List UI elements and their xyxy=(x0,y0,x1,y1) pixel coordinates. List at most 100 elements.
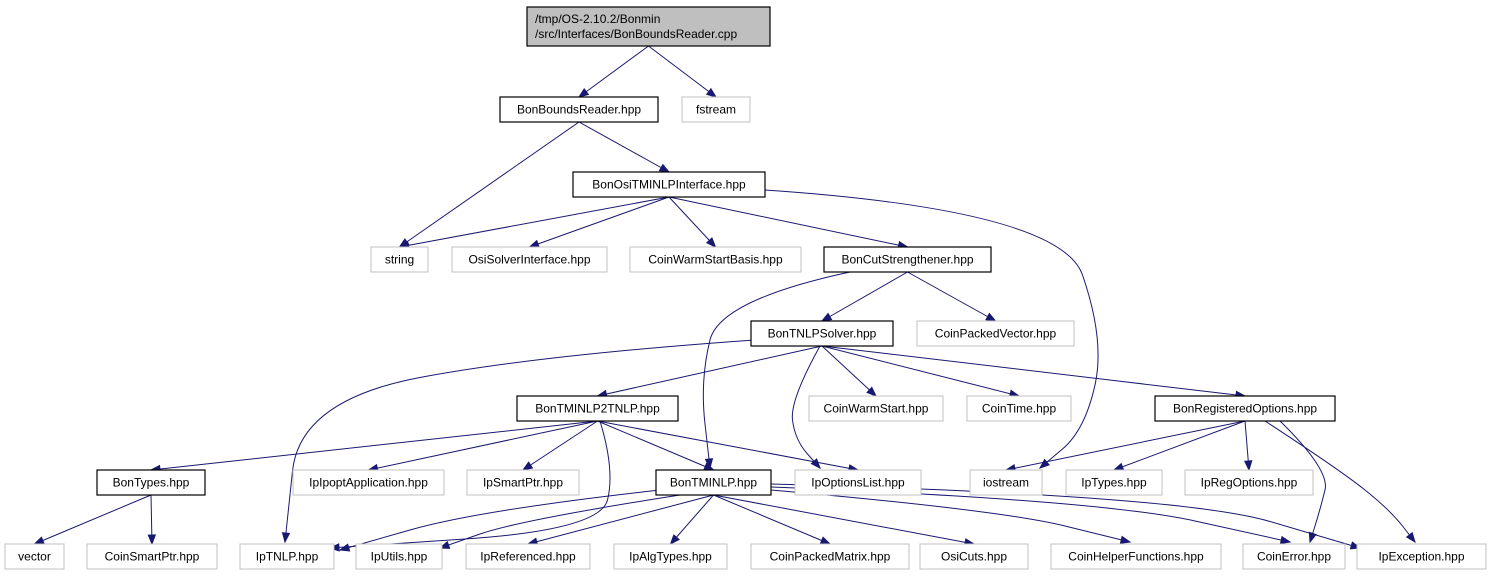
node-label: CoinHelperFunctions.hpp xyxy=(1068,550,1204,564)
node-BonTNLPSolver[interactable]: BonTNLPSolver.hpp xyxy=(750,320,894,347)
node-label: CoinPackedMatrix.hpp xyxy=(770,550,891,564)
node-BonCutStrengthener[interactable]: BonCutStrengthener.hpp xyxy=(823,246,992,273)
edge-arrowhead xyxy=(1405,531,1416,544)
edge-root-to-fstream xyxy=(648,45,718,98)
edge-BonTNLPSolver-to-CoinWarmStart xyxy=(821,345,878,397)
edge-arrowhead xyxy=(819,536,832,545)
node-IpReferenced: IpReferenced.hpp xyxy=(465,543,591,570)
node-label: IpSmartPtr.hpp xyxy=(483,476,563,490)
edge-arrowhead xyxy=(521,461,534,471)
edge-BonTNLPSolver-to-IpTNLP xyxy=(281,339,756,544)
node-IpAlgTypes: IpAlgTypes.hpp xyxy=(613,543,728,570)
node-label: BonTypes.hpp xyxy=(113,476,190,490)
edge-BonBoundsReader-to-BonOsiTMINLPInterface xyxy=(578,121,671,173)
edge-arrowhead xyxy=(658,163,671,173)
node-box xyxy=(808,395,944,422)
edge-line xyxy=(399,121,580,248)
node-label: IpReferenced.hpp xyxy=(480,550,576,564)
node-BonTMINLP2TNLP[interactable]: BonTMINLP2TNLP.hpp xyxy=(516,395,679,422)
edge-BonTMINLP2TNLP-to-IpSmartPtr xyxy=(521,420,598,471)
node-OsiCuts: OsiCuts.hpp xyxy=(919,543,1029,570)
node-CoinPackedMatrix: CoinPackedMatrix.hpp xyxy=(750,543,910,570)
edge-line xyxy=(34,494,152,545)
node-IpRegOptions: IpRegOptions.hpp xyxy=(1184,469,1314,496)
edge-arrowhead xyxy=(281,532,291,544)
node-box xyxy=(1242,543,1346,570)
node-OsiSolverInterface: OsiSolverInterface.hpp xyxy=(451,246,608,273)
edge-arrowhead xyxy=(705,237,717,249)
node-box xyxy=(516,395,679,422)
node-box xyxy=(629,246,802,273)
node-box xyxy=(465,543,591,570)
edge-arrowhead xyxy=(1112,462,1125,471)
edge-BonOsiTMINLPInterface-to-string xyxy=(398,196,670,250)
edge-BonTMINLP-to-IpAlgTypes xyxy=(669,494,714,546)
edge-line xyxy=(284,339,756,543)
node-label: IpRegOptions.hpp xyxy=(1201,476,1298,490)
edge-BonTNLPSolver-to-CoinTime xyxy=(821,345,1021,398)
edge-line xyxy=(597,420,859,471)
node-label: fstream xyxy=(696,103,736,117)
dependency-edges xyxy=(33,45,1416,552)
edge-arrowhead xyxy=(528,239,540,248)
node-box xyxy=(355,543,443,570)
node-label: BonTMINLP.hpp xyxy=(670,476,757,490)
node-label: BonTMINLP2TNLP.hpp xyxy=(535,402,660,416)
node-IpUtils: IpUtils.hpp xyxy=(355,543,443,570)
node-label: CoinPackedVector.hpp xyxy=(935,327,1057,341)
edge-line xyxy=(368,420,598,471)
edge-line xyxy=(668,196,908,248)
node-box xyxy=(1184,469,1314,496)
node-label: CoinError.hpp xyxy=(1257,550,1331,564)
node-BonBoundsReader[interactable]: BonBoundsReader.hpp xyxy=(499,96,659,123)
node-box xyxy=(86,543,218,570)
edge-BonOsiTMINLPInterface-to-CoinWarmStartBasis xyxy=(668,196,717,249)
node-IpIpoptApplication: IpIpoptApplication.hpp xyxy=(292,469,445,496)
edge-line xyxy=(668,196,716,248)
node-box xyxy=(1065,469,1163,496)
edge-line xyxy=(578,45,649,98)
node-root[interactable]: /tmp/OS-2.10.2/Bonmin/src/Interfaces/Bon… xyxy=(526,6,771,47)
node-IpTNLP: IpTNLP.hpp xyxy=(239,543,335,570)
edge-BonCutStrengthener-to-CoinPackedVector xyxy=(907,271,997,322)
edge-line xyxy=(578,121,670,173)
node-box xyxy=(794,469,922,496)
edge-line xyxy=(713,494,831,545)
edge-line xyxy=(670,494,714,545)
node-BonOsiTMINLPInterface[interactable]: BonOsiTMINLPInterface.hpp xyxy=(572,171,766,198)
node-BonTMINLP[interactable]: BonTMINLP.hpp xyxy=(655,469,772,496)
node-label: /tmp/OS-2.10.2/Bonmin xyxy=(535,12,660,26)
edge-arrowhead xyxy=(985,312,997,322)
edge-line xyxy=(791,345,821,469)
edge-arrowhead xyxy=(1279,535,1292,545)
node-box xyxy=(655,469,772,496)
node-box xyxy=(681,96,751,123)
node-IpOptionsList: IpOptionsList.hpp xyxy=(794,469,922,496)
edge-line xyxy=(702,271,851,469)
node-iostream: iostream xyxy=(969,469,1043,496)
node-label: iostream xyxy=(983,476,1029,490)
node-box xyxy=(370,246,429,273)
edge-BonTMINLP-to-OsiCuts xyxy=(713,494,976,547)
edge-line xyxy=(527,494,714,545)
node-IpSmartPtr: IpSmartPtr.hpp xyxy=(466,469,580,496)
edge-line xyxy=(1113,420,1246,471)
node-label: IpException.hpp xyxy=(1378,550,1464,564)
node-box xyxy=(750,320,894,347)
edge-line xyxy=(522,420,598,471)
node-box xyxy=(1356,543,1487,570)
node-label: OsiCuts.hpp xyxy=(941,550,1007,564)
node-box xyxy=(1154,395,1336,422)
edge-line xyxy=(1264,420,1416,543)
node-BonRegisteredOptions[interactable]: BonRegisteredOptions.hpp xyxy=(1154,395,1336,422)
node-box xyxy=(969,469,1043,496)
node-label: string xyxy=(385,253,414,267)
node-label: CoinTime.hpp xyxy=(982,402,1057,416)
node-label: CoinWarmStart.hpp xyxy=(824,402,929,416)
edge-BonTMINLP2TNLP-to-BonTMINLP xyxy=(597,420,715,471)
node-label: BonBoundsReader.hpp xyxy=(517,103,641,117)
edge-line xyxy=(150,420,598,471)
node-BonTypes[interactable]: BonTypes.hpp xyxy=(96,469,206,496)
node-label: BonOsiTMINLPInterface.hpp xyxy=(592,178,746,192)
